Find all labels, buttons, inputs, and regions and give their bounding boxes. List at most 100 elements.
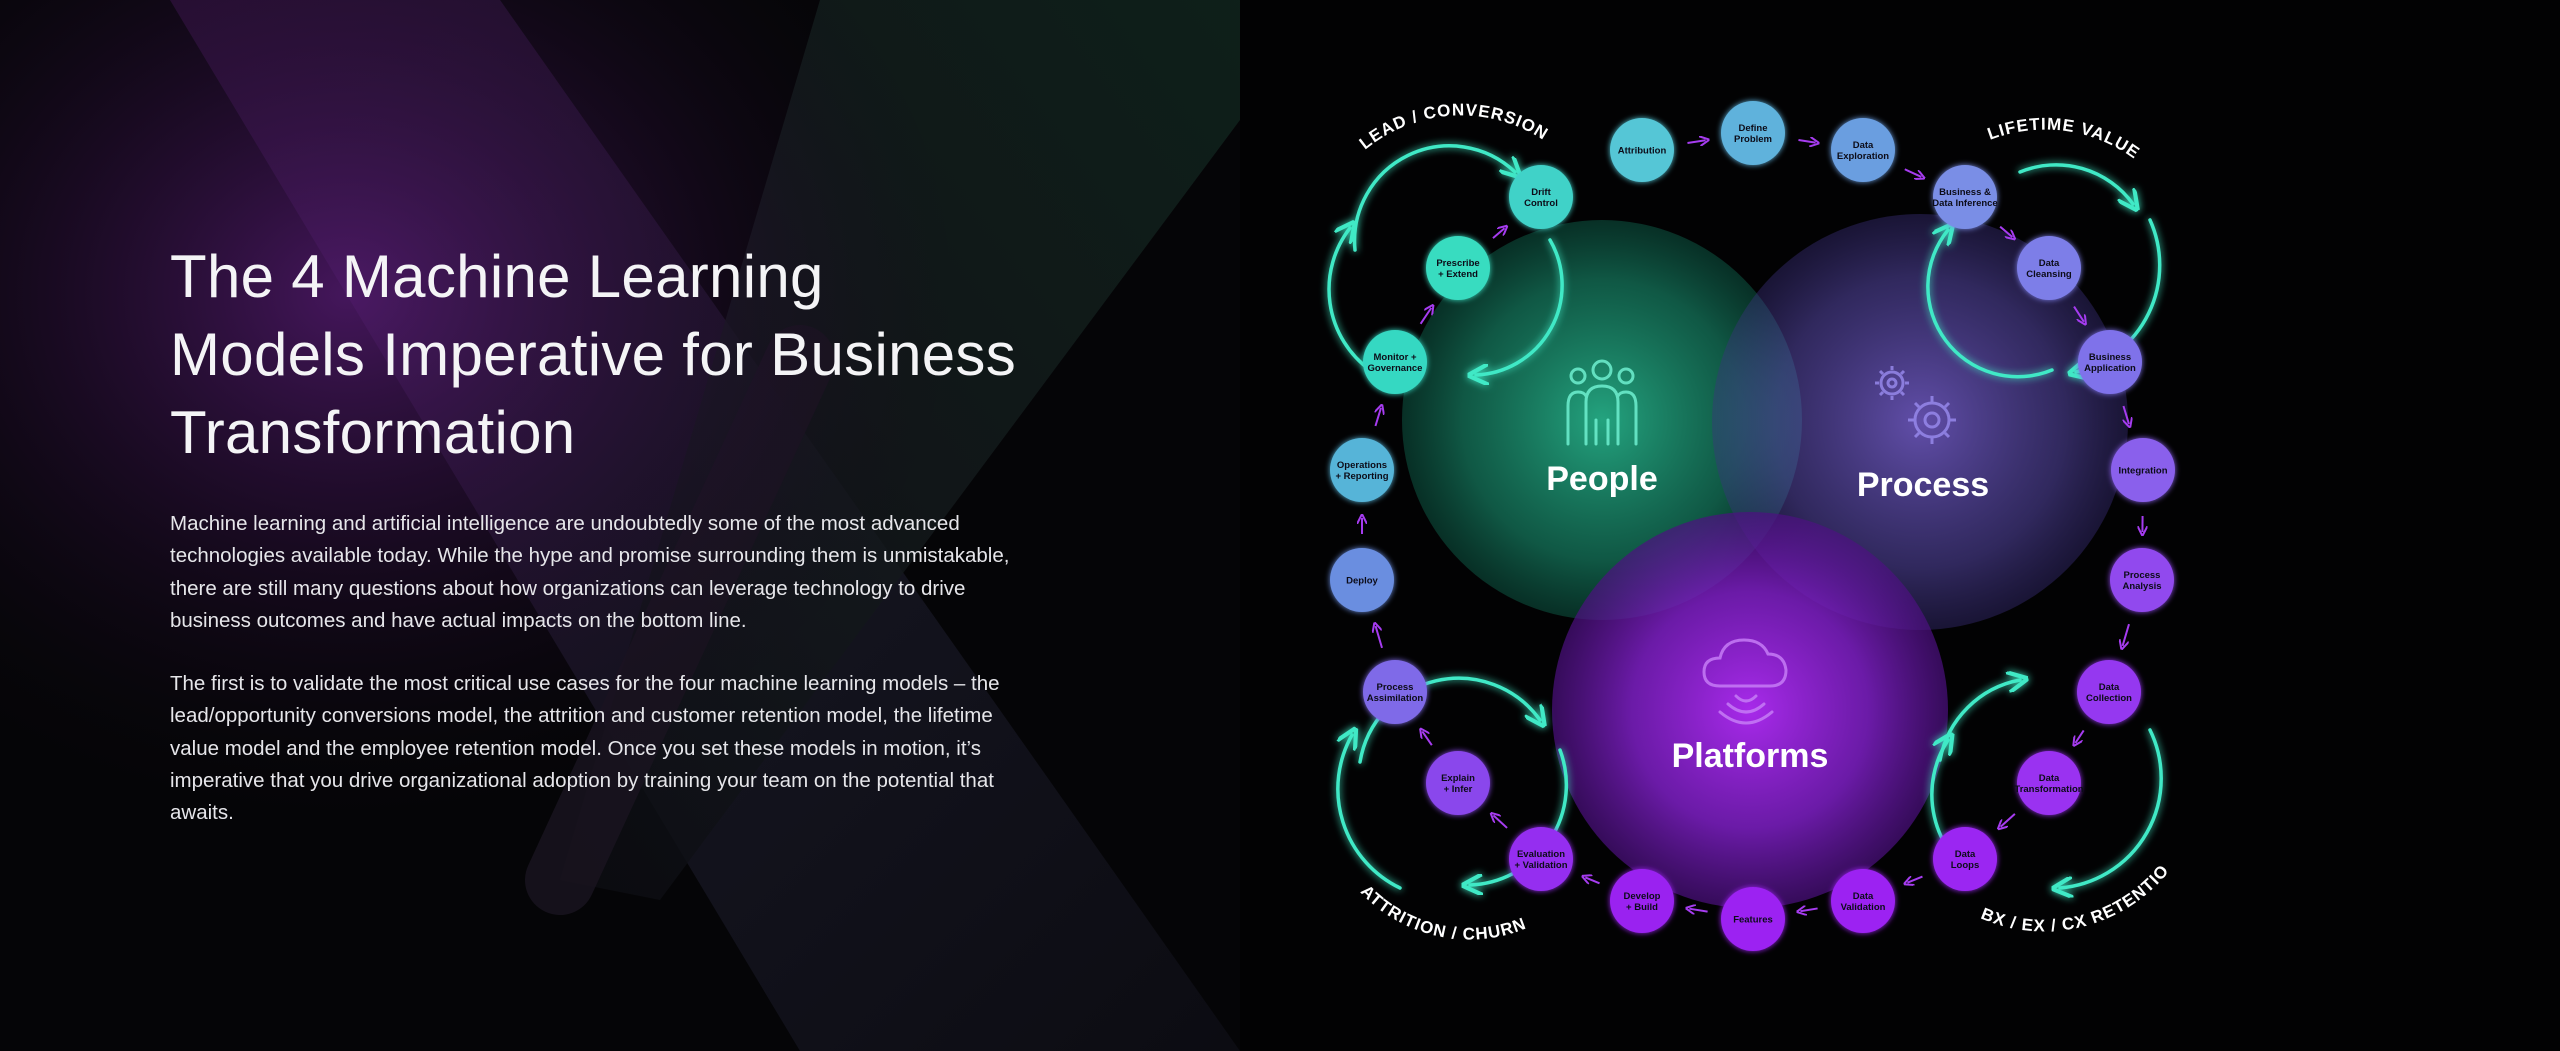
lifecycle-node-label: Data (2039, 258, 2060, 269)
lifecycle-node-label: Data (1853, 891, 1874, 902)
lifecycle-node-circle (1610, 118, 1674, 182)
lifecycle-node-circle (1831, 118, 1895, 182)
lifecycle-node-label: Loops (1951, 860, 1980, 871)
lifecycle-node-circle (1610, 869, 1674, 933)
lifecycle-node-label: Data (2099, 682, 2120, 693)
lifecycle-node: Deploy (1330, 548, 1394, 612)
lifecycle-node-label: Transformation (2014, 784, 2083, 795)
lifecycle-node-circle (1721, 887, 1785, 951)
connector-arrow (1585, 877, 1600, 883)
lifecycle-node-circle (2111, 438, 2175, 502)
lifecycle-node-circle (1330, 548, 1394, 612)
connector-arrow (1907, 875, 1923, 883)
lifecycle-node-label: Prescribe (1436, 258, 1479, 269)
cycle-arrow-bottom-right (1938, 680, 2020, 762)
lifecycle-node: Business &Data Inference (1932, 165, 1998, 229)
cycle-arrow-top-left-outer (1327, 228, 1372, 372)
lifecycle-node-label: Data (1955, 849, 1976, 860)
lifecycle-node-label: + Extend (1438, 269, 1478, 280)
connector-arrow (1798, 140, 1815, 143)
connector-arrow (1419, 308, 1432, 325)
lifecycle-node-label: + Build (1626, 902, 1658, 913)
connector-arrow (1800, 908, 1818, 911)
page-title: The 4 Machine Learning Models Imperative… (170, 243, 1017, 466)
lifecycle-node-circle (1330, 438, 1394, 502)
people-icon (1566, 359, 1638, 446)
stage-label-attrition-churn: ATTRITION / CHURN (1357, 881, 1529, 943)
lifecycle-node: Operations+ Reporting (1330, 438, 1394, 502)
people-label: People (1546, 460, 1657, 498)
lifecycle-node-label: Assimilation (1367, 693, 1424, 704)
lifecycle-node: Monitor +Governance (1363, 330, 1427, 394)
connector-arrow (1375, 408, 1381, 427)
lifecycle-node-label: Cleansing (2026, 269, 2072, 280)
lifecycle-node-label: Governance (1368, 363, 1423, 374)
intro-copy: The 4 Machine Learning Models Imperative… (170, 238, 1030, 861)
lifecycle-node-label: Attribution (1618, 146, 1667, 157)
lifecycle-node-label: Integration (2118, 466, 2167, 477)
lifecycle-node-label: Process (2124, 570, 2161, 581)
lifecycle-node-label: Business & (1939, 187, 1991, 198)
cycle-arrow-top-left (1352, 144, 1515, 252)
connector-arrow (2001, 813, 2016, 827)
lifecycle-node-label: Explain (1441, 773, 1475, 784)
lifecycle-node-label: Drift (1531, 187, 1551, 198)
lifecycle-node-circle (1933, 827, 1997, 891)
lifecycle-node: Attribution (1610, 118, 1674, 182)
connector-arrow (1493, 815, 1508, 829)
cycle-arrow-top-right-inner (1926, 230, 2054, 379)
cloud-icon (1702, 638, 1788, 725)
lifecycle-node-circle (1426, 236, 1490, 300)
lifecycle-node-label: Data Inference (1932, 198, 1997, 209)
lifecycle-node-label: Analysis (2122, 581, 2161, 592)
models-paragraph: The first is to validate the most critic… (170, 672, 1000, 825)
lifecycle-node-circle (2077, 660, 2141, 724)
cycle-arrow-bottom-left-outer (1336, 735, 1402, 890)
lifecycle-node-circle (1363, 330, 1427, 394)
lifecycle-node-circle (1363, 660, 1427, 724)
lifecycle-node-label: Business (2089, 352, 2131, 363)
connector-arrow (1904, 168, 1922, 177)
lifecycle-node-label: Data (2039, 773, 2060, 784)
connector-arrow (2073, 306, 2084, 322)
lifecycle-node-label: Monitor + (1373, 352, 1416, 363)
cycle-arrow-top-left-inner (1476, 238, 1564, 375)
lifecycle-node-label: + Infer (1444, 784, 1473, 795)
lifecycle-node-label: Define (1738, 123, 1767, 134)
gears-icon (1875, 366, 1956, 444)
connector-arrow (1376, 626, 1383, 649)
connector-arrow (2075, 729, 2085, 743)
lifecycle-node-label: Exploration (1837, 151, 1889, 162)
lifecycle-node-label: Deploy (1346, 576, 1378, 587)
stage-label-lifetime-value: LIFETIME VALUE (1985, 114, 2143, 162)
platforms-label: Platforms (1672, 737, 1829, 775)
lifecycle-node-label: Develop (1624, 891, 1661, 902)
lifecycle-node: Features (1721, 887, 1785, 951)
lifecycle-node-label: Application (2084, 363, 2136, 374)
lifecycle-node: Integration (2111, 438, 2175, 502)
connector-arrow (1492, 228, 1505, 239)
connector-arrow (1422, 731, 1433, 746)
lifecycle-node: Explain+ Infer (1426, 751, 1490, 815)
intro-paragraph: Machine learning and artificial intellig… (170, 512, 1010, 632)
process-label: Process (1857, 466, 1989, 504)
platforms-circle (1552, 512, 1948, 908)
background-x-graphic (0, 0, 1240, 1051)
lifecycle-node-circle (1509, 827, 1573, 891)
lifecycle-node-label: Features (1733, 915, 1773, 926)
connector-arrow (2123, 405, 2129, 424)
cycle-arrow-bottom-right-outer (2060, 728, 2163, 888)
ml-lifecycle-diagram: People Process Platforms LEAD / C (1300, 80, 2175, 951)
lifecycle-node-circle (1933, 165, 1997, 229)
lifecycle-node-label: + Reporting (1335, 471, 1388, 482)
lifecycle-node-circle (2017, 236, 2081, 300)
lifecycle-node-circle (2017, 751, 2081, 815)
lifecycle-node-label: Problem (1734, 134, 1772, 145)
